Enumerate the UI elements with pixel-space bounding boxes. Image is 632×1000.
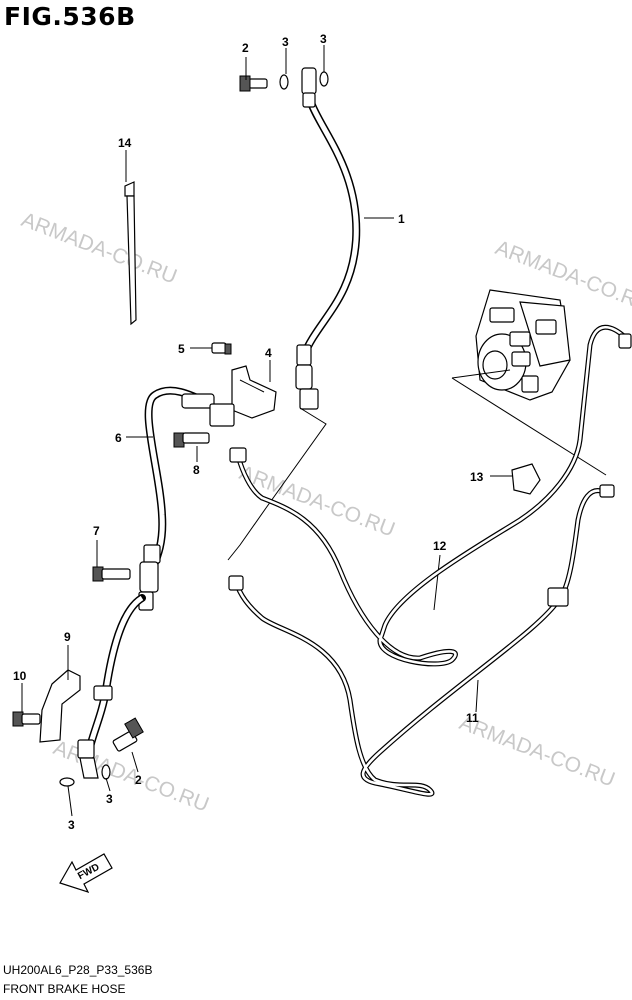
watermark-text: ARMADA-CO.RU <box>50 736 212 816</box>
callout-5: 5 <box>178 342 185 356</box>
washer-top-right <box>319 71 329 87</box>
callout-12: 12 <box>433 539 447 553</box>
callout-3: 3 <box>282 35 289 49</box>
callout-4: 4 <box>265 346 272 360</box>
callout-6: 6 <box>115 431 122 445</box>
callouts: 1 2 2 3 3 3 3 4 5 6 7 8 9 10 11 12 13 14 <box>13 32 484 832</box>
clamp-bracket <box>231 365 277 419</box>
bolt-5 <box>211 342 232 355</box>
bolt-8 <box>173 432 210 448</box>
brake-hose-upper <box>295 67 361 410</box>
callout-2: 2 <box>242 41 249 55</box>
figure-code: UH200AL6_P28_P33_536B <box>3 963 153 977</box>
brake-pipe-12 <box>229 324 632 667</box>
pipe-clamp <box>511 463 541 495</box>
callout-8: 8 <box>193 463 200 477</box>
callout-9: 9 <box>64 630 71 644</box>
callout-1: 1 <box>398 212 405 226</box>
banjo-bolt-top <box>239 75 268 92</box>
bolt-10 <box>12 711 41 727</box>
figure-title: FIG.536B <box>4 2 136 31</box>
washer-lower-left <box>59 777 75 787</box>
banjo-bolt-lower <box>112 717 144 752</box>
callout-11: 11 <box>466 711 479 725</box>
figure-name: FRONT BRAKE HOSE <box>3 982 126 996</box>
brake-hose-lower <box>77 594 146 779</box>
callout-7: 7 <box>93 524 100 538</box>
callout-10: 10 <box>13 669 27 683</box>
watermark-text: ARMADA-CO.RU <box>456 711 618 791</box>
fwd-arrow: FWD <box>59 853 113 894</box>
callout-13: 13 <box>470 470 484 484</box>
abs-unit <box>475 289 571 401</box>
callout-3: 3 <box>68 818 75 832</box>
watermark-text: ARMADA-CO.RU <box>18 208 180 288</box>
callout-3: 3 <box>320 32 327 46</box>
cable-tie <box>124 181 137 326</box>
leader-lines <box>21 45 607 817</box>
brake-hose-left <box>138 386 235 611</box>
callout-2: 2 <box>135 773 142 787</box>
brake-pipe-11 <box>228 484 615 797</box>
bolt-7 <box>92 566 131 582</box>
callout-3: 3 <box>106 792 113 806</box>
callout-14: 14 <box>118 136 132 150</box>
washer-lower-right <box>101 764 111 780</box>
bracket-9 <box>39 669 81 743</box>
washer-top-left <box>279 74 289 90</box>
